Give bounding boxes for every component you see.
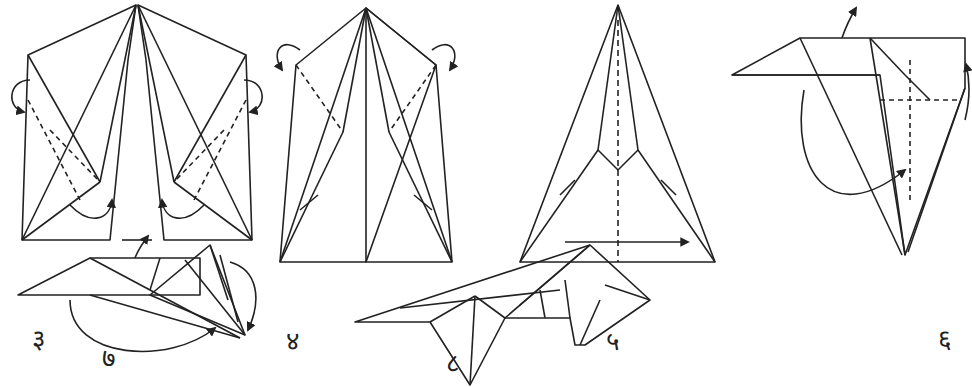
step-number: ५ (606, 328, 620, 354)
step-number: ६ (938, 326, 952, 352)
step-number: ४ (286, 328, 300, 354)
step-6-figure (732, 8, 969, 255)
step-3-figure (12, 5, 262, 240)
step-5-figure (520, 5, 715, 262)
step-number: ७ (102, 345, 116, 371)
step-4-figure (277, 8, 455, 262)
step-number: ३ (32, 326, 46, 352)
step-8-figure (355, 245, 650, 385)
step-7-figure (18, 236, 256, 351)
step-number: ८ (446, 350, 460, 376)
